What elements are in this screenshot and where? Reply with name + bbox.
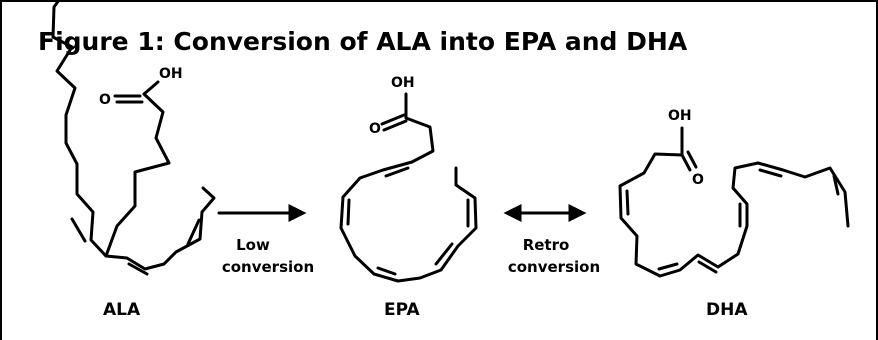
- ala-tail: [104, 186, 216, 271]
- dha-carbonyl-double-bond: [680, 153, 692, 172]
- dha-double-bond-5: [758, 168, 783, 178]
- retro-arrow-label-line1: Retro: [523, 236, 570, 254]
- epa-double-bond-2: [346, 198, 351, 226]
- ala-hydroxyl-label: OH: [159, 66, 183, 82]
- ala-carbon-chain: [51, 0, 171, 258]
- epa-oxygen-label: O: [369, 121, 381, 137]
- dha-carbonyl-double-bond-inner: [686, 150, 698, 169]
- dha-double-bond-6: [832, 174, 840, 196]
- dha-double-bond-2: [657, 262, 679, 271]
- ala-oxygen-label: O: [99, 92, 111, 108]
- ala-structure: O OH: [51, 0, 216, 276]
- dha-structure: OH O: [618, 108, 850, 278]
- epa-double-bond-3: [376, 266, 397, 276]
- dha-label: DHA: [706, 300, 748, 320]
- epa-double-bond-1: [384, 166, 410, 178]
- dha-hydroxyl-label: OH: [668, 108, 692, 124]
- epa-structure: OH O: [339, 75, 478, 283]
- figure-title: Figure 1: Conversion of ALA into EPA and…: [38, 27, 688, 56]
- epa-carbonyl-double-bond: [380, 113, 406, 126]
- epa-carbonyl-double-bond-inner: [382, 119, 408, 132]
- epa-ring-chain: [339, 116, 478, 283]
- dha-carbon-chain: [618, 152, 850, 278]
- ala-double-bond-1: [186, 218, 201, 246]
- epa-hydroxyl-label: OH: [391, 75, 415, 91]
- ala-double-bond-2: [127, 262, 149, 276]
- dha-double-bond-1: [625, 189, 630, 216]
- retro-arrow-label-line2: conversion: [508, 258, 600, 276]
- epa-double-bond-4: [434, 242, 454, 266]
- ala-label: ALA: [103, 300, 141, 320]
- ala-double-bond-3: [70, 217, 87, 243]
- dha-oxygen-label: O: [692, 172, 704, 188]
- forward-arrow-label-line2: conversion: [222, 258, 314, 276]
- epa-label: EPA: [384, 300, 421, 320]
- forward-arrow-label-line1: Low: [236, 236, 270, 254]
- ala-hydroxyl-bond: [142, 80, 160, 96]
- dha-double-bond-3: [697, 260, 718, 274]
